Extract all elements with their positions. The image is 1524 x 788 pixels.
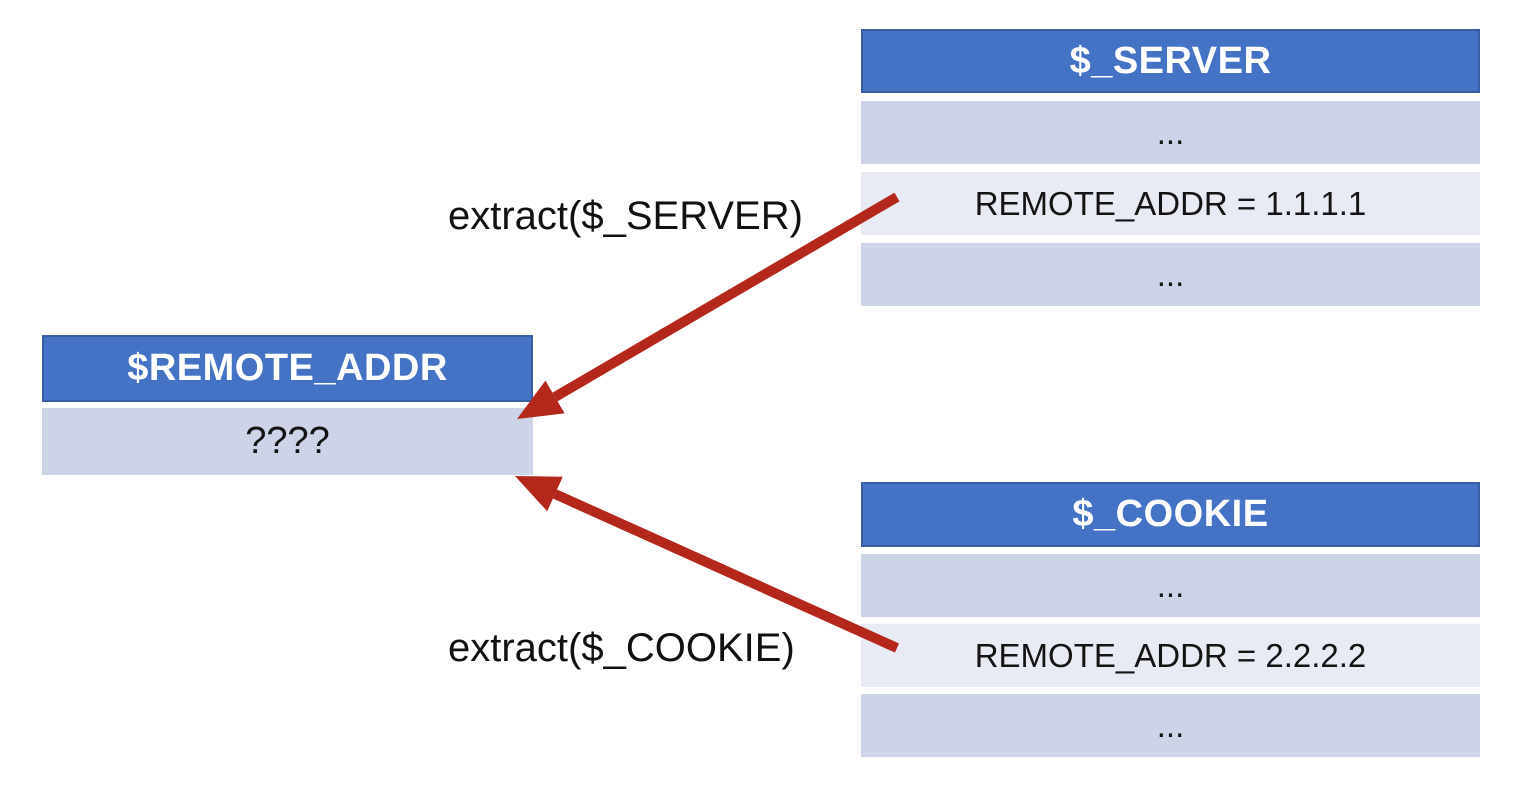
server-table-header: $_SERVER (861, 29, 1480, 93)
server-table-row-remote-addr: REMOTE_ADDR = 1.1.1.1 (861, 172, 1480, 235)
server-table-row-ellipsis-top: ... (861, 101, 1480, 164)
remote-addr-value-row: ???? (42, 408, 533, 475)
extract-cookie-arrow-line (552, 489, 900, 653)
cookie-table-row-remote-addr: REMOTE_ADDR = 2.2.2.2 (861, 624, 1480, 687)
cookie-table-row-ellipsis-bottom: ... (861, 694, 1480, 757)
extract-cookie-arrowhead-icon (515, 476, 563, 512)
remote-addr-table-header: $REMOTE_ADDR (42, 335, 533, 402)
server-table-row-ellipsis-bottom: ... (861, 243, 1480, 306)
table-remote-addr-variable: $REMOTE_ADDR ???? (42, 335, 533, 475)
cookie-table-header: $_COOKIE (861, 482, 1480, 547)
extract-cookie-label: extract($_COOKIE) (448, 626, 795, 670)
table-cookie-superglobal: $_COOKIE ... REMOTE_ADDR = 2.2.2.2 ... (861, 482, 1480, 757)
cookie-table-row-ellipsis-top: ... (861, 554, 1480, 617)
table-server-superglobal: $_SERVER ... REMOTE_ADDR = 1.1.1.1 ... (861, 29, 1480, 306)
extract-cookie-arrow (515, 476, 900, 653)
extract-server-label: extract($_SERVER) (448, 194, 803, 238)
